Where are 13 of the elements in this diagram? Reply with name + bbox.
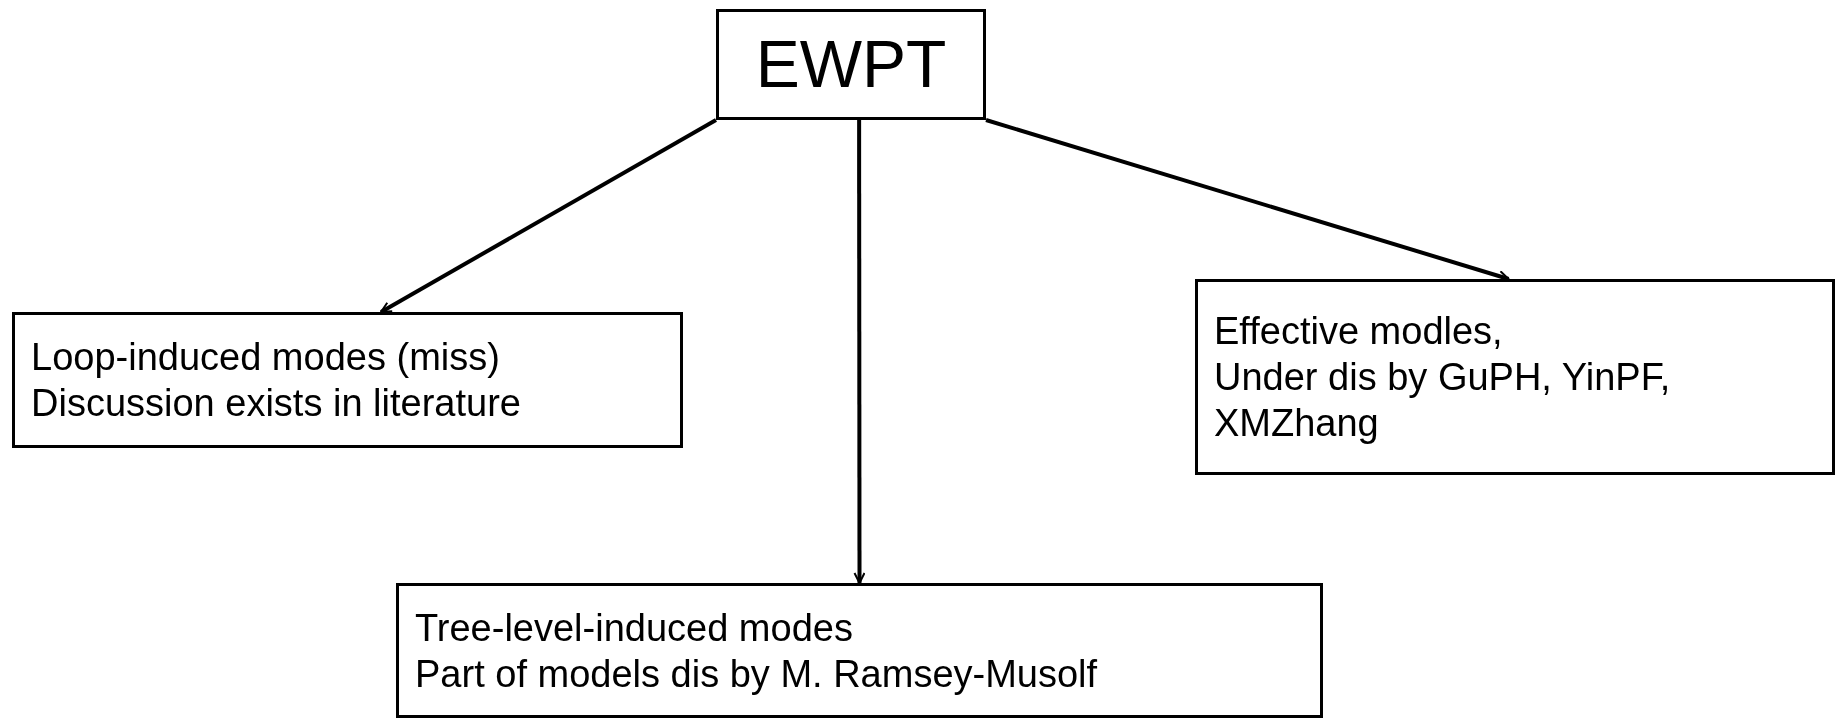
title-box — [716, 9, 986, 120]
text-box — [1195, 279, 1835, 475]
box-text: Loop-induced modes (miss) — [31, 335, 501, 380]
box-text: Effective modles, — [1214, 309, 1504, 354]
text-box — [396, 583, 1323, 718]
text-box — [12, 312, 683, 448]
box-text: Discussion exists in literature — [31, 381, 522, 426]
title-text: EWPT — [755, 26, 947, 103]
arrow — [853, 120, 866, 584]
arrow — [380, 118, 717, 314]
box-text: Under dis by GuPH, YinPF, XMZhang — [1214, 355, 1672, 446]
box-text: Tree-level-induced modes — [415, 605, 854, 651]
box-text: Part of models dis by M. Ramsey-Musolf — [415, 651, 1099, 697]
